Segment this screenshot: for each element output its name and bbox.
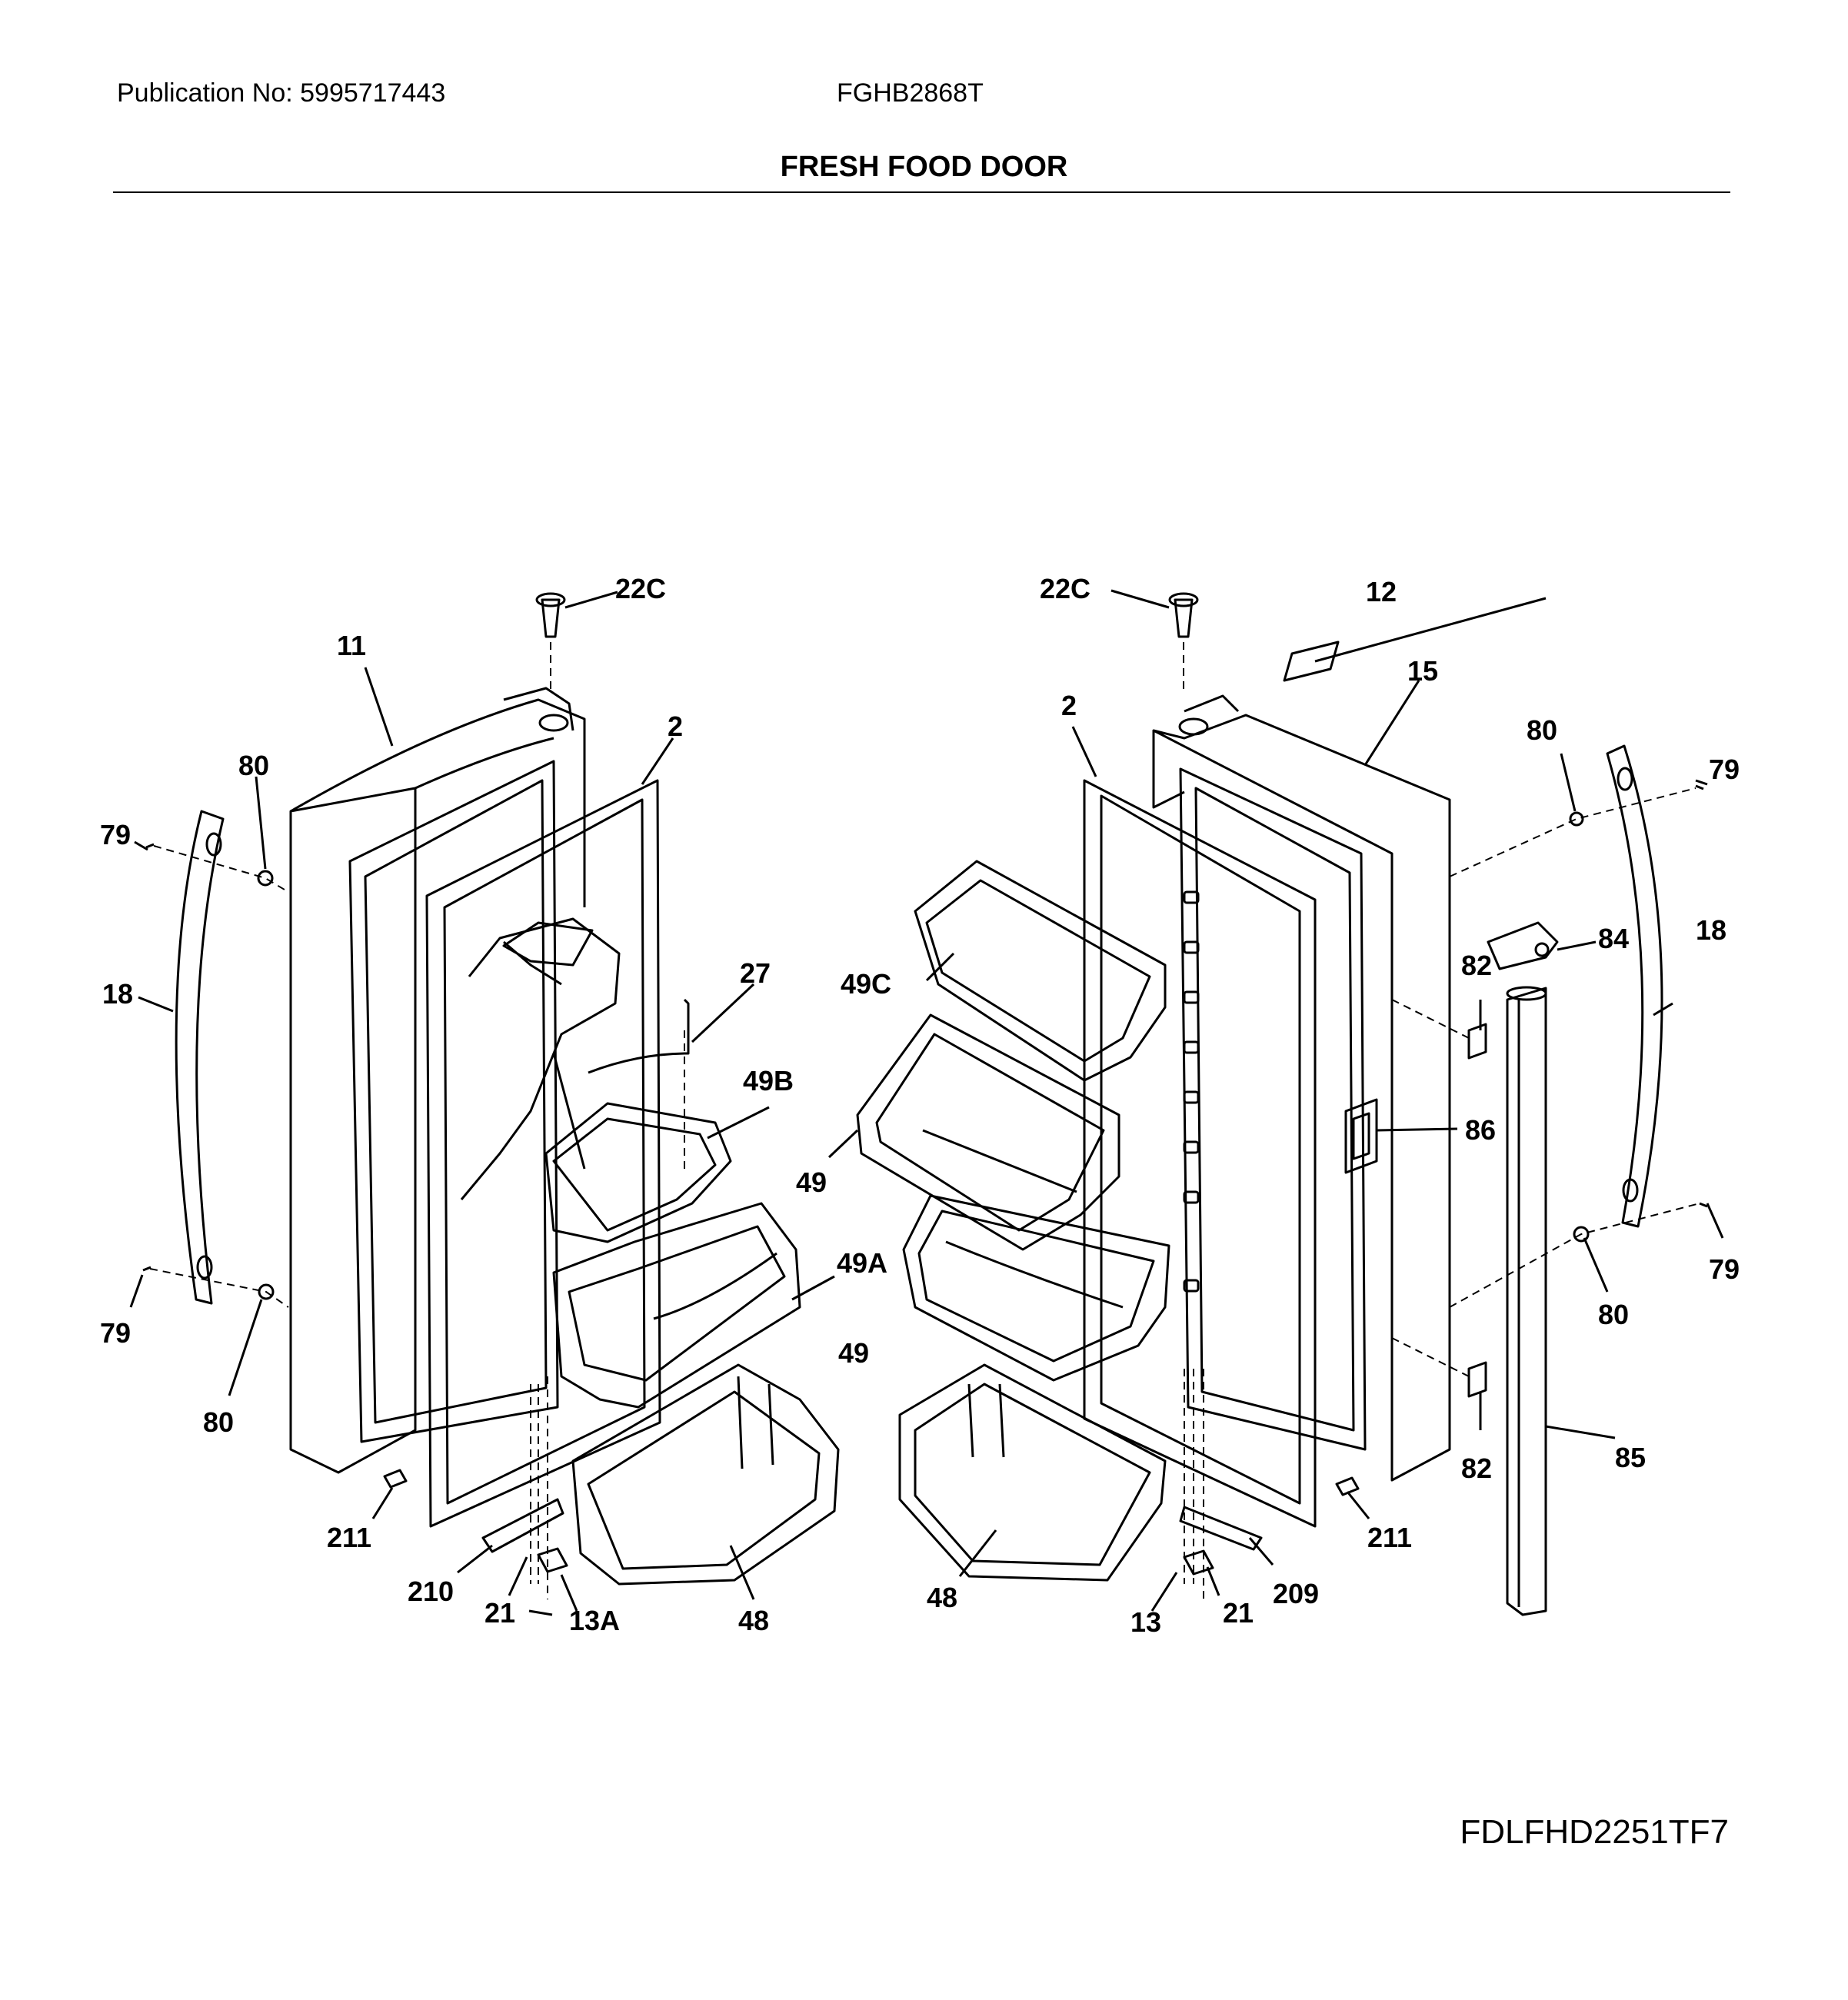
diagram-code: FDLFHD2251TF7 [1460,1813,1729,1851]
callout-49b: 49B [743,1065,794,1097]
callout-209: 209 [1273,1578,1319,1609]
callout-79-upper-right: 79 [1709,754,1740,785]
callout-13: 13 [1130,1606,1161,1638]
callout-21-left: 21 [484,1597,515,1629]
left-handle-18 [175,810,225,1305]
publication-number: Publication No: 5995717443 [117,78,446,108]
callout-86: 86 [1465,1114,1496,1146]
callout-22c-left: 22C [615,573,666,604]
callout-48-right: 48 [927,1582,957,1613]
callout-15: 15 [1407,655,1438,687]
callout-49c: 49C [841,968,891,1000]
callout-211-right: 211 [1367,1522,1412,1553]
callout-49-lower: 49 [838,1337,869,1369]
callout-13a: 13A [569,1605,620,1636]
right-bin-49-lower [902,1194,1170,1382]
left-door-gasket-2 [425,779,661,1528]
callout-82-lower: 82 [1461,1453,1492,1484]
left-door-11 [289,687,586,1474]
right-door-gasket-2 [1083,779,1317,1528]
callout-84: 84 [1598,923,1629,954]
left-door-rod-27 [588,998,690,1074]
right-door-small-parts [1179,641,1708,1576]
left-dispenser-housing [460,917,621,1200]
right-door-shelf-slots [1183,890,1200,1293]
callout-80-upper-right: 80 [1527,714,1557,746]
callout-49a: 49A [837,1247,887,1279]
callout-80-lower-left: 80 [203,1406,234,1438]
callout-2-left: 2 [668,710,683,742]
page-title: FRESH FOOD DOOR [780,151,1068,183]
right-door-15 [1152,694,1451,1482]
right-bin-49-upper [856,1013,1120,1251]
right-handle-18 [1606,744,1663,1228]
callout-18-left: 18 [102,978,133,1010]
callout-49-upper: 49 [796,1166,827,1198]
left-bin-49b [544,1102,732,1243]
callout-79-lower-left: 79 [100,1317,131,1349]
callout-80-upper-left: 80 [238,750,269,781]
header-rule [113,191,1730,193]
callout-2-right: 2 [1061,690,1077,721]
hinge-caps-22c [535,592,1199,638]
callout-210: 210 [408,1576,454,1607]
callout-11: 11 [337,630,366,661]
callout-27: 27 [740,957,771,989]
callout-18-right: 18 [1696,914,1726,946]
right-trim-85 [1506,986,1547,1616]
callout-22c-right: 22C [1040,573,1090,604]
callout-80-lower-right: 80 [1598,1299,1629,1330]
callout-12: 12 [1366,576,1397,607]
callout-79-upper-left: 79 [100,819,131,850]
left-bin-48 [571,1363,840,1586]
left-bin-49a [552,1202,801,1409]
callout-211-left: 211 [327,1522,371,1553]
model-number: FGHB2868T [837,78,984,108]
right-bin-48 [898,1363,1167,1582]
left-door-small-parts [142,843,568,1573]
callout-82-upper: 82 [1461,950,1492,981]
callout-79-lower-right: 79 [1709,1253,1740,1285]
callout-21-right: 21 [1223,1597,1254,1629]
callout-48-left: 48 [738,1605,769,1636]
right-bin-49c [914,860,1167,1082]
callout-85: 85 [1615,1442,1646,1473]
